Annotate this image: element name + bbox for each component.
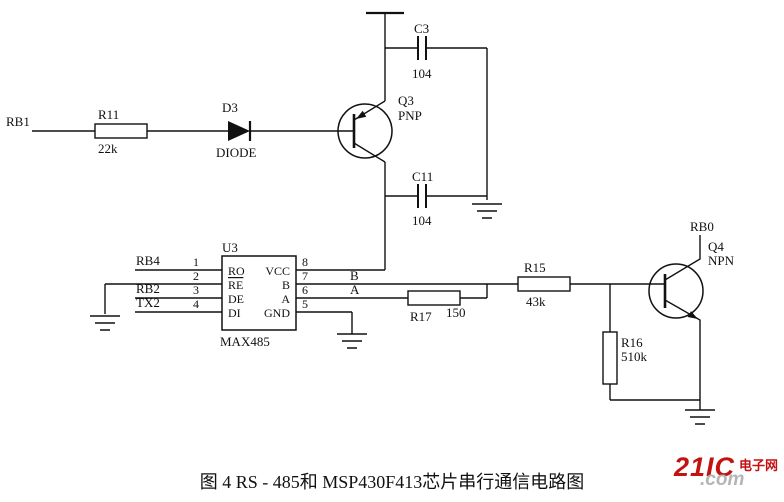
c3-ref: C3 (414, 21, 429, 36)
u3-pin-gnd: GND (264, 306, 290, 320)
q3-ref: Q3 (398, 93, 414, 108)
resistor-r17: R17 150 (407, 290, 466, 324)
ic-body (221, 255, 297, 331)
c11-ref: C11 (412, 169, 433, 184)
net-rb1-label: RB1 (6, 114, 30, 129)
ic-u3-max485: U3 MAX485 RO RE DE DI VCC B A GND 1 2 3 … (193, 240, 308, 349)
r11-value: 22k (98, 141, 118, 156)
r15-value: 43k (526, 294, 546, 309)
transistor-q4: Q4 NPN (648, 239, 735, 319)
u3-pin-ro: RO (228, 264, 245, 278)
ground-symbols (90, 203, 715, 425)
watermark-domain: .com (700, 469, 745, 490)
wire-q4-collector (664, 235, 701, 281)
r16-ref: R16 (621, 335, 643, 350)
wire-r16-branch (609, 284, 700, 401)
transistor-circle (648, 263, 704, 319)
q4-ref: Q4 (708, 239, 724, 254)
net-label-rb1: RB1 (6, 114, 30, 129)
wire-label-a: A (350, 282, 360, 297)
u3-pin7-num: 7 (302, 269, 308, 283)
r17-value: 150 (446, 305, 466, 320)
figure-caption: 图 4 RS - 485和 MSP430F413芯片串行通信电路图 (200, 472, 585, 492)
watermark-brand: 21IC (674, 452, 736, 482)
wire-pin6-a (296, 284, 488, 299)
transistor-q3: Q3 PNP (337, 93, 422, 163)
r17-ref: R17 (410, 309, 432, 324)
u3-pin6-num: 6 (302, 283, 308, 297)
resistor-body (602, 331, 618, 385)
q4-type: NPN (708, 253, 735, 268)
r15-ref: R15 (524, 260, 546, 275)
u3-pin2-num: 2 (193, 269, 199, 283)
q3-emitter-arrow (356, 110, 367, 119)
u3-pin4-num: 4 (193, 297, 199, 311)
u3-ref: U3 (222, 240, 238, 255)
transistor-circle (337, 103, 393, 159)
capacitor-c3: C3 104 (412, 21, 432, 81)
capacitor-c11: C11 104 (412, 169, 433, 228)
resistor-r15: R15 43k (517, 260, 571, 309)
u3-pin-de: DE (228, 292, 244, 306)
ground-icon (337, 333, 367, 349)
capacitor-plates (417, 36, 427, 60)
r16-value: 510k (621, 349, 648, 364)
wire-pin2-to-ground (104, 283, 222, 314)
c3-value: 104 (412, 66, 432, 81)
net-rb0-label: RB0 (690, 219, 714, 234)
ground-icon (685, 409, 715, 425)
u3-pin1-num: 1 (193, 255, 199, 269)
resistor-body (94, 123, 148, 139)
resistor-body (517, 276, 571, 292)
u3-pin5-num: 5 (302, 297, 308, 311)
u3-pin-re: RE (228, 278, 243, 292)
r11-ref: R11 (98, 107, 119, 122)
ground-icon (472, 203, 502, 219)
wire-label-b: B (350, 268, 359, 283)
u3-pin3-num: 3 (193, 283, 199, 297)
wires (32, 11, 701, 410)
net-rb4-label: RB4 (136, 253, 160, 268)
u3-pin-di: DI (228, 306, 241, 320)
capacitor-plates (417, 184, 427, 208)
resistor-r16: R16 510k (602, 331, 648, 385)
resistor-r11: R11 22k (94, 107, 148, 156)
watermark-site-name: 电子网 (738, 458, 778, 473)
watermark-logo: 21IC 电子网 .com (674, 452, 778, 494)
c11-value: 104 (412, 213, 432, 228)
ground-icon (90, 315, 120, 331)
d3-value: DIODE (216, 145, 256, 160)
diode-triangle (228, 121, 250, 141)
diode-d3: D3 DIODE (216, 100, 256, 160)
q4-emitter-arrow (687, 311, 698, 319)
u3-pin-b: B (282, 278, 290, 292)
d3-ref: D3 (222, 100, 238, 115)
wire-q4-emitter (664, 299, 701, 410)
q3-type: PNP (398, 108, 422, 123)
u3-part: MAX485 (220, 334, 270, 349)
resistor-body (407, 290, 461, 306)
net-rb2-label: RB2 (136, 281, 160, 296)
wire-pin5-gnd (296, 311, 353, 334)
u3-pin-vcc: VCC (265, 264, 290, 278)
u3-pin8-num: 8 (302, 255, 308, 269)
u3-pin-a: A (281, 292, 290, 306)
net-tx2-label: TX2 (136, 295, 160, 310)
q3-collector-line (353, 142, 386, 163)
